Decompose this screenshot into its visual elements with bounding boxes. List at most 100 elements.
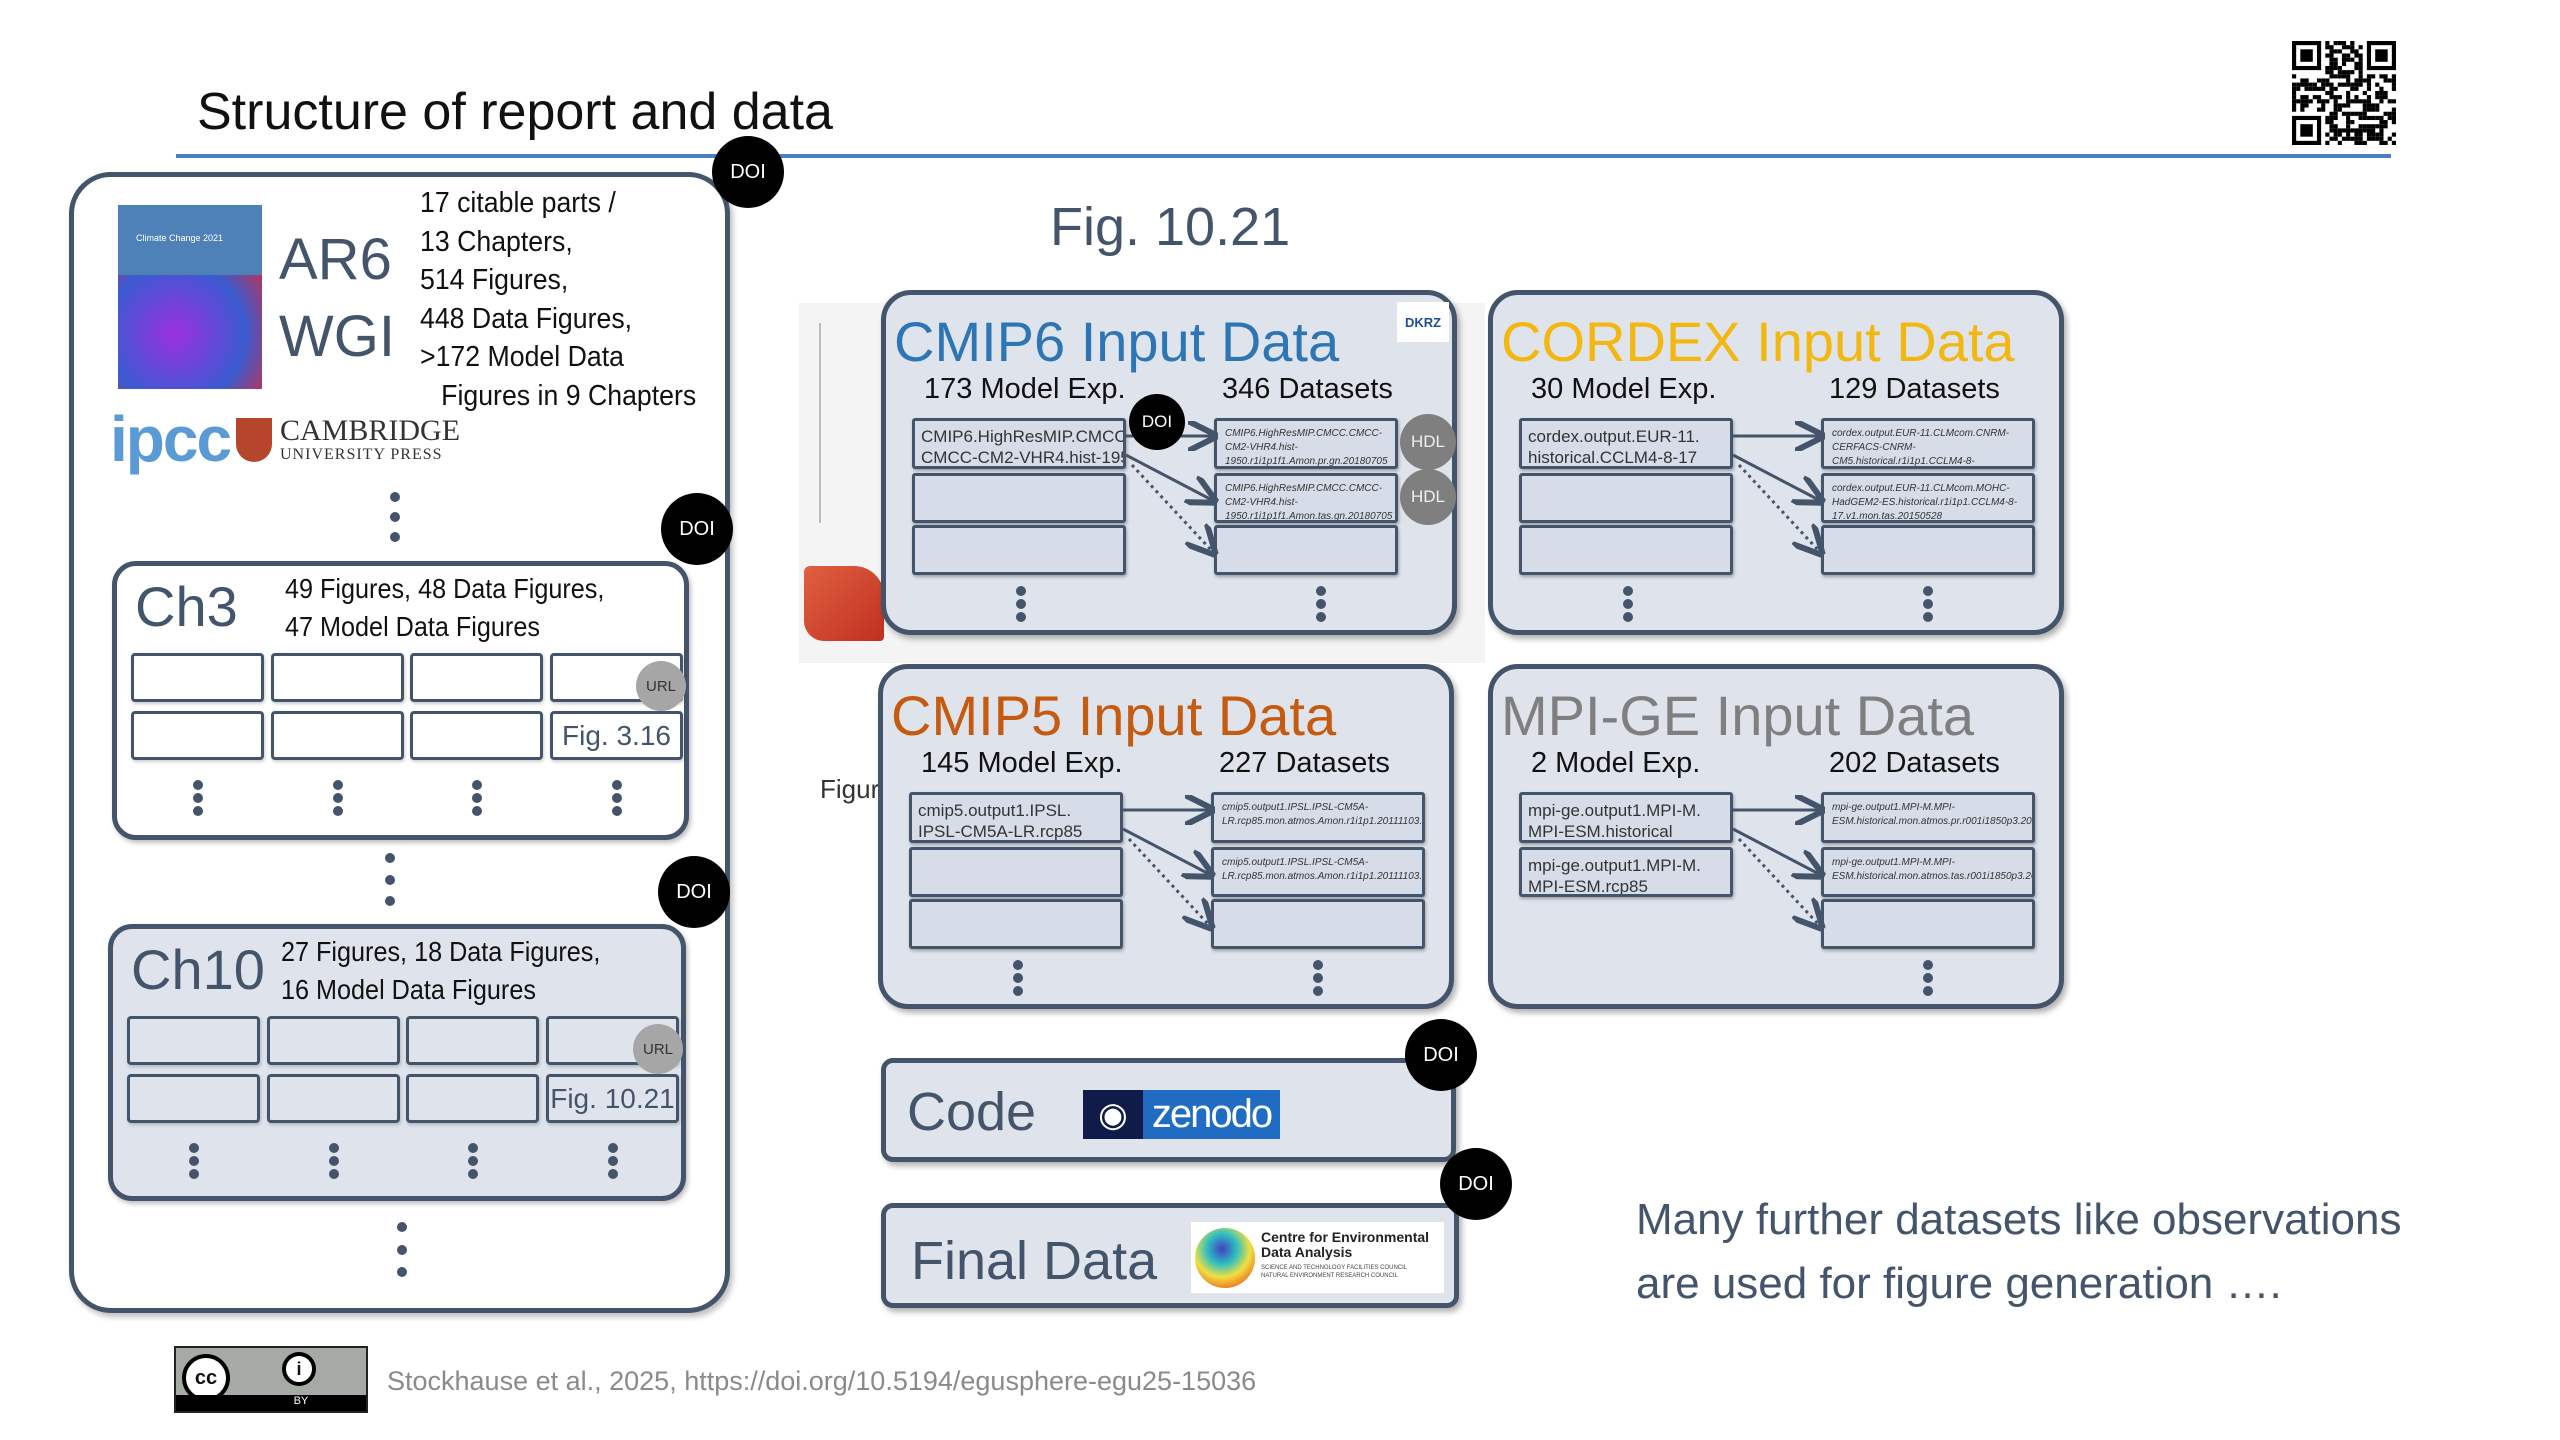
model-experiment-item[interactable] [909,847,1123,897]
dataset-item[interactable]: mpi-ge.output1.MPI-M.MPI-ESM.historical.… [1821,847,2035,897]
dataset-count: 202 Datasets [1829,747,2000,779]
qr-code-icon[interactable] [2292,41,2396,145]
citation[interactable]: Stockhause et al., 2025, https://doi.org… [387,1366,1257,1396]
model-exp-count: 2 Model Exp. [1531,747,1701,779]
chapter-doi-badge[interactable]: DOI [658,856,730,928]
figure-placeholder-cell[interactable] [267,1016,400,1065]
zenodo-logo[interactable]: ◉ zenodo [1083,1090,1280,1139]
model-exp-count: 173 Model Exp. [924,373,1126,405]
stat-line: 13 Chapters, [420,225,573,258]
code-label: Code [907,1082,1037,1142]
stat-line: 448 Data Figures, [420,302,633,335]
report-doi-badge[interactable]: DOI [712,136,784,208]
license-label: BY [176,1395,366,1411]
note-line: are used for figure generation …. [1636,1259,2282,1308]
figure-placeholder-cell[interactable] [410,653,543,702]
final-data-doi-badge[interactable]: DOI [1440,1148,1512,1220]
dataset-item[interactable] [1214,525,1398,575]
figure-placeholder-cell[interactable] [406,1016,539,1065]
more-dots-icon [1923,586,1933,622]
model-experiment-item[interactable]: cmip5.output1.IPSL. IPSL-CM5A-LR.rcp85 [909,792,1123,843]
stat-line: >172 Model Data [420,341,624,374]
code-doi-badge[interactable]: DOI [1405,1019,1477,1091]
title-divider [176,154,2391,158]
model-experiment-item[interactable]: mpi-ge.output1.MPI-M. MPI-ESM.rcp85 [1519,847,1733,897]
dataset-item[interactable] [1211,899,1425,949]
ceda-logo[interactable]: Centre for Environmental Data Analysis S… [1191,1222,1444,1293]
chapter-stats: 49 Figures, 48 Data Figures,47 Model Dat… [285,570,604,646]
panel-title: CMIP5 Input Data [891,684,1337,747]
dataset-item[interactable]: CMIP6.HighResMIP.CMCC.CMCC-CM2-VHR4.hist… [1214,473,1398,523]
relation-arrows [1732,295,2059,630]
figure-placeholder-cell[interactable] [271,653,404,702]
model-experiment-item[interactable] [1519,525,1733,575]
relation-arrows [1122,669,1449,1004]
background-figure-caption: Figur [820,774,880,804]
dataset-item[interactable] [1821,525,2035,575]
figure-map-thumbnail [804,566,884,641]
more-dots-icon [468,1143,478,1179]
figure-placeholder-cell[interactable] [131,711,264,760]
report-stats: 17 citable parts / 13 Chapters, 514 Figu… [420,184,696,416]
model-experiment-item[interactable] [909,899,1123,949]
dataset-item[interactable]: mpi-ge.output1.MPI-M.MPI-ESM.historical.… [1821,792,2035,843]
dkrz-logo[interactable]: DKRZ [1397,302,1449,342]
further-datasets-note: Many further datasets like observations … [1636,1188,2402,1316]
figure-url-badge[interactable]: URL [636,661,686,711]
figure-placeholder-cell[interactable] [127,1016,260,1065]
relation-arrows [1732,669,2059,1004]
final-data-box: Final Data Centre for Environmental Data… [881,1203,1459,1308]
model-experiment-item[interactable]: CMIP6.HighResMIP.CMCC. CMCC-CM2-VHR4.his… [912,418,1126,469]
dataset-item[interactable]: cordex.output.EUR-11.CLMcom.CNRM-CERFACS… [1821,418,2035,469]
arrow [1732,453,1819,500]
model-exp-count: 30 Model Exp. [1531,373,1717,405]
chapter-name: Ch10 [131,938,265,1001]
dataset-hdl-badge[interactable]: HDL [1400,469,1456,525]
dotted-arrow [1130,463,1212,551]
more-dots-icon [1313,960,1323,996]
more-dots-icon [608,1143,618,1179]
model-experiment-item[interactable]: mpi-ge.output1.MPI-M. MPI-ESM.historical [1519,792,1733,843]
cover-title: Climate Change 2021 [136,233,224,243]
cambridge-name: CAMBRIDGE [280,414,461,447]
figure-placeholder-cell[interactable] [127,1074,260,1123]
dataset-item[interactable]: CMIP6.HighResMIP.CMCC.CMCC-CM2-VHR4.hist… [1214,418,1398,469]
ipcc-logo: ipcc [110,403,232,475]
more-dots-icon [1623,586,1633,622]
model-experiment-item[interactable]: cordex.output.EUR-11. historical.CCLM4-8… [1519,418,1733,469]
stat-line: 17 citable parts / [420,187,616,219]
cc-by-license-badge[interactable]: cc i BY [174,1346,368,1413]
report-cover-image: Climate Change 2021 [118,205,262,389]
dataset-item[interactable]: cordex.output.EUR-11.CLMcom.MOHC-HadGEM2… [1821,473,2035,523]
more-dots-icon [612,780,622,816]
code-box: Code ◉ zenodo [881,1058,1456,1162]
model-exp-doi-badge[interactable]: DOI [1129,394,1185,450]
dataset-item[interactable]: cmip5.output1.IPSL.IPSL-CM5A-LR.rcp85.mo… [1211,847,1425,897]
figure-url-badge[interactable]: URL [633,1024,683,1074]
model-experiment-item[interactable] [912,473,1126,523]
figure-cell[interactable]: Fig. 10.21 [546,1074,679,1123]
dotted-arrow [1737,463,1819,551]
figure-placeholder-cell[interactable] [131,653,264,702]
figure-cell[interactable]: Fig. 3.16 [550,711,683,760]
cambridge-crest-icon [236,418,272,462]
figure-placeholder-cell[interactable] [267,1074,400,1123]
dataset-item[interactable]: cmip5.output1.IPSL.IPSL-CM5A-LR.rcp85.mo… [1211,792,1425,843]
report-name-ar6: AR6 [279,227,392,292]
model-experiment-item[interactable] [912,525,1126,575]
more-dots-icon [329,1143,339,1179]
chapter-doi-badge[interactable]: DOI [661,493,733,565]
more-dots-icon [385,853,395,906]
figure-placeholder-cell[interactable] [406,1074,539,1123]
model-experiment-item[interactable] [1519,473,1733,523]
figure-placeholder-cell[interactable] [410,711,543,760]
figure-placeholder-cell[interactable] [271,711,404,760]
dataset-hdl-badge[interactable]: HDL [1400,414,1456,470]
dataset-count: 227 Datasets [1219,747,1390,779]
stat-line: 47 Model Data Figures [285,611,540,642]
chapter-stats: 27 Figures, 18 Data Figures,16 Model Dat… [281,933,600,1009]
more-dots-icon [1013,960,1023,996]
